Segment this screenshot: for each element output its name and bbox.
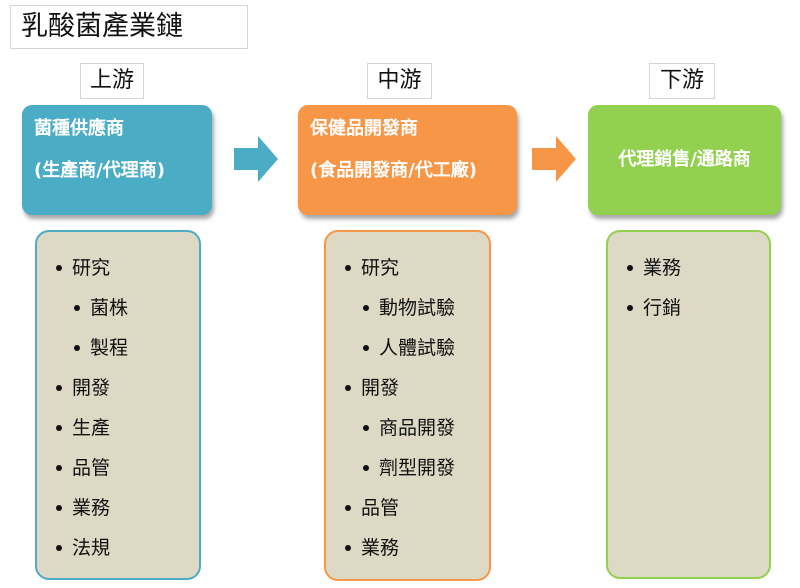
arrow-right-icon	[532, 136, 576, 182]
diagram-title: 乳酸菌產業鏈	[10, 5, 248, 49]
list-item: 業務	[37, 488, 199, 528]
arrow-right-icon	[234, 136, 278, 182]
list-item: 品管	[37, 448, 199, 488]
list-item: 開發	[326, 368, 489, 408]
list-item: 法規	[37, 528, 199, 568]
midstream-box-title: 保健品開發商	[310, 118, 418, 139]
list-item: 品管	[326, 488, 489, 528]
sub-list-item: 劑型開發	[326, 448, 489, 488]
sub-list-item: 動物試驗	[326, 288, 489, 328]
upstream-box: 菌種供應商 (生產商/代理商)	[22, 105, 212, 215]
upstream-box-subtitle: (生產商/代理商)	[34, 160, 166, 181]
midstream-list: 研究動物試驗人體試驗開發商品開發劑型開發品管業務	[326, 248, 489, 568]
downstream-box-title: 代理銷售/通路商	[618, 149, 751, 170]
list-item: 研究	[37, 248, 199, 288]
sub-list-item: 人體試驗	[326, 328, 489, 368]
list-item: 研究	[326, 248, 489, 288]
stage-label-midstream: 中游	[367, 63, 432, 99]
upstream-list-box: 研究菌株製程開發生產品管業務法規	[35, 230, 201, 580]
list-item: 業務	[326, 528, 489, 568]
downstream-box: 代理銷售/通路商	[588, 105, 781, 215]
list-item: 業務	[608, 248, 769, 288]
midstream-list-box: 研究動物試驗人體試驗開發商品開發劑型開發品管業務	[324, 230, 491, 581]
sub-list-item: 製程	[37, 328, 199, 368]
stage-label-upstream: 上游	[80, 63, 144, 99]
list-item: 行銷	[608, 288, 769, 328]
list-item: 開發	[37, 368, 199, 408]
midstream-box: 保健品開發商 (食品開發商/代工廠)	[298, 105, 517, 215]
sub-list-item: 菌株	[37, 288, 199, 328]
downstream-list: 業務行銷	[608, 248, 769, 328]
sub-list-item: 商品開發	[326, 408, 489, 448]
list-item: 生產	[37, 408, 199, 448]
stage-label-downstream: 下游	[649, 63, 715, 99]
upstream-box-title: 菌種供應商	[34, 118, 124, 139]
downstream-list-box: 業務行銷	[606, 230, 771, 579]
midstream-box-subtitle: (食品開發商/代工廠)	[310, 160, 478, 181]
upstream-list: 研究菌株製程開發生產品管業務法規	[37, 248, 199, 568]
